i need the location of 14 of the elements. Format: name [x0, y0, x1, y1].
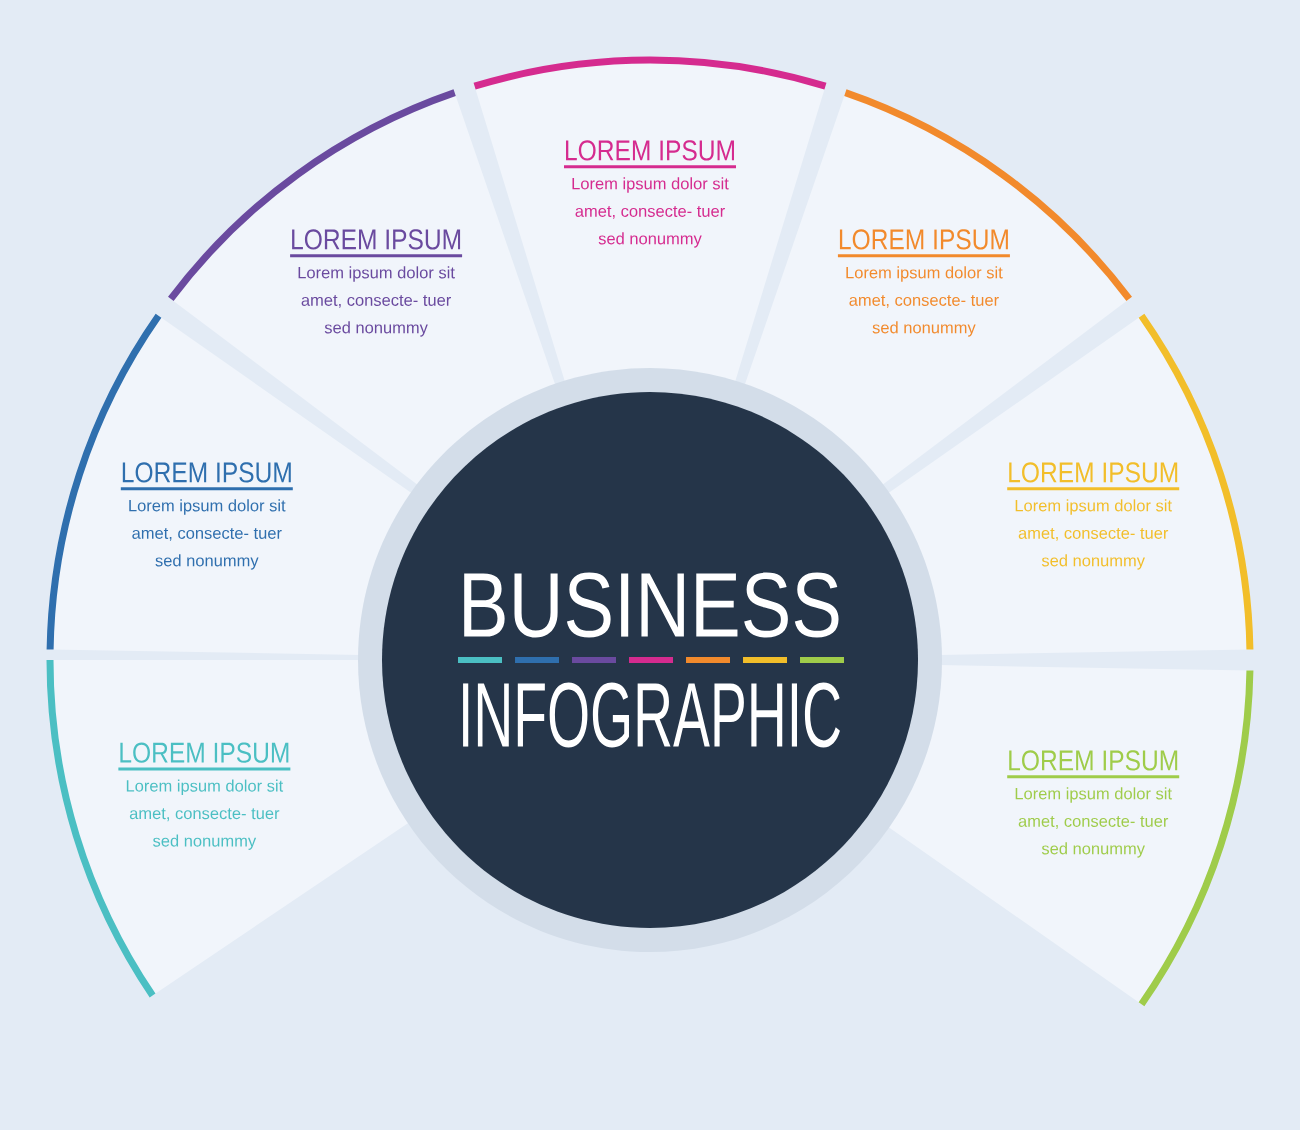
petal-title: LOREM IPSUM: [120, 742, 289, 763]
petal-body: Lorem ipsum dolor sit amet, consecte- tuer sed nonummy: [298, 266, 455, 337]
petal-title: LOREM IPSUM: [122, 462, 291, 483]
petal-title: LOREM IPSUM: [566, 140, 734, 161]
petal-body: Lorem ipsum dolor sit amet, consecte- tuer sed nonummy: [1015, 787, 1172, 858]
petal-body: Lorem ipsum dolor sit amet, consecte- tuer sed nonummy: [126, 779, 284, 850]
petal-body: Lorem ipsum dolor sit amet, consecte- tuer sed nonummy: [846, 266, 1003, 337]
petal-body: Lorem ipsum dolor sit amet, consecte- tuer sed nonummy: [572, 177, 729, 248]
petal-title: LOREM IPSUM: [292, 229, 461, 250]
petal-body: Lorem ipsum dolor sit amet, consecte- tuer sed nonummy: [129, 499, 286, 570]
petal-title: LOREM IPSUM: [1009, 462, 1178, 483]
petal-title: LOREM IPSUM: [1009, 750, 1178, 771]
petal-title: LOREM IPSUM: [839, 229, 1008, 250]
petal-body: Lorem ipsum dolor sit amet, consecte- tuer sed nonummy: [1015, 499, 1172, 570]
